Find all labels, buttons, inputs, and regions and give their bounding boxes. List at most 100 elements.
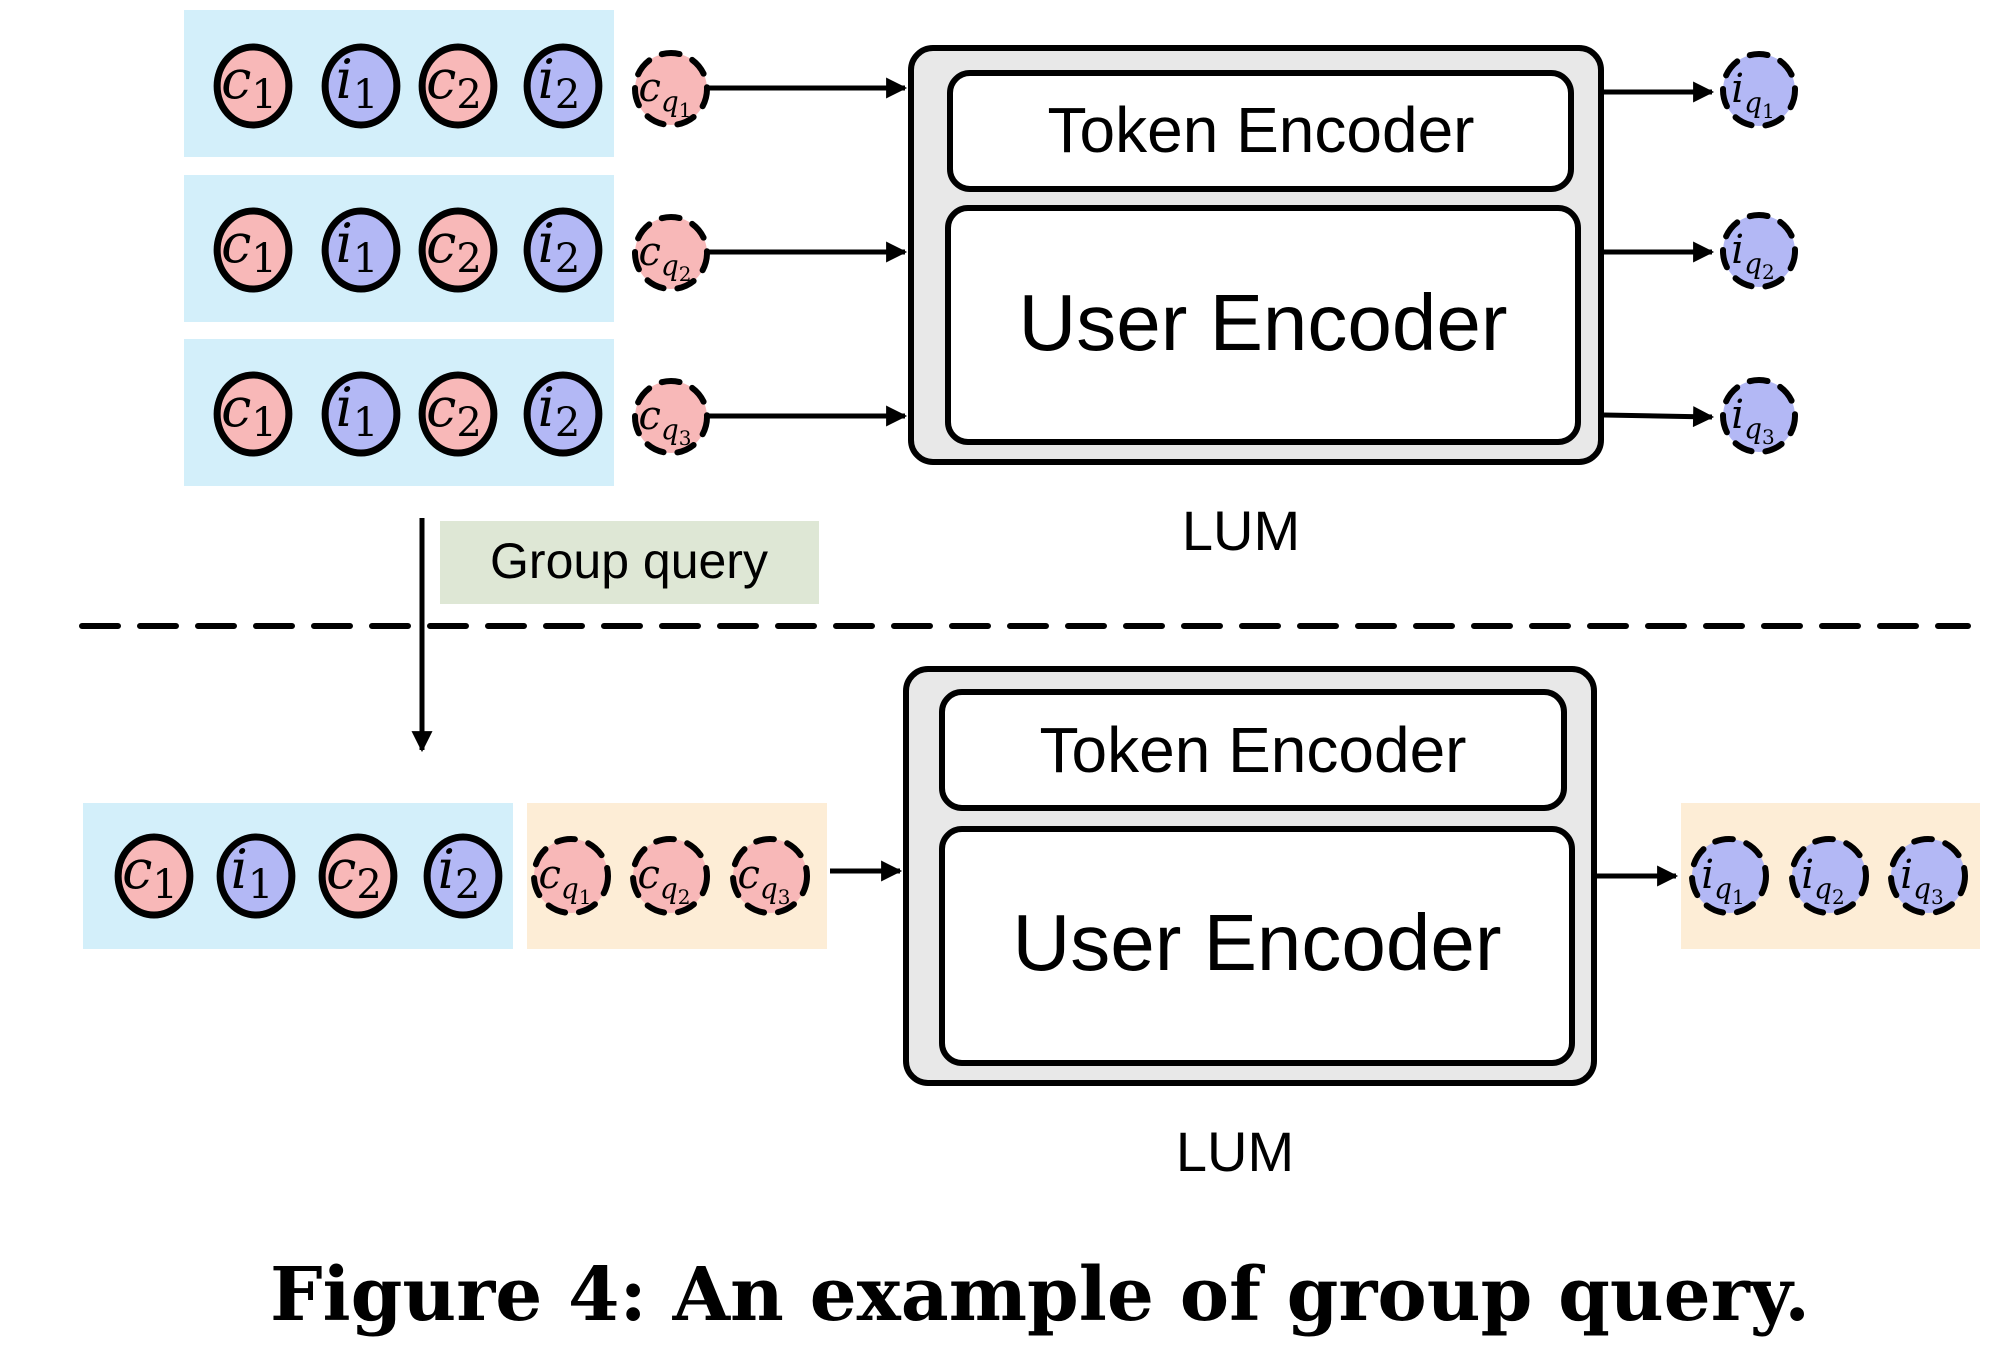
output-token-i-q3: iq3 (1720, 377, 1798, 455)
query-token-c-q3: cq3 (632, 378, 710, 456)
token-label: c2 (426, 48, 482, 118)
token-label: i2 (438, 838, 481, 908)
dashed-token-circle (1720, 377, 1798, 455)
token-encoder-label: Token Encoder (1040, 714, 1467, 786)
output-token-i-q3: iq3 (1888, 836, 1968, 916)
token-circle (423, 833, 503, 919)
token-label: c2 (426, 376, 482, 446)
sequence-token-i1: i1 (321, 43, 401, 129)
dashed-token-circle (1888, 836, 1968, 916)
sequence-token-c1: c1 (213, 207, 293, 293)
dashed-token-circle (630, 836, 710, 916)
sequence-token-c2: c2 (418, 207, 498, 293)
user-encoder-label: User Encoder (1018, 278, 1507, 367)
sequence-token-c1: c1 (213, 43, 293, 129)
sequence-token-c1: c1 (213, 371, 293, 457)
dashed-token-circle (1689, 836, 1769, 916)
bottom-section: c1 i1 c2 i2 cq1 cq2 cq3 iq1 iq2 iq3 Token Encoder… (83, 666, 1980, 1183)
lum-block-bottom: Token Encoder User Encoder (903, 666, 1597, 1086)
token-circle (418, 207, 498, 293)
query-token-c-q3: cq3 (730, 836, 810, 916)
sequence-token-i2: i2 (423, 833, 503, 919)
token-label: c1 (122, 838, 178, 908)
query-token-c-q1: cq1 (632, 50, 710, 128)
sequence-token-i2: i2 (523, 371, 603, 457)
token-label: i1 (336, 376, 379, 446)
sequence-token-i2: i2 (523, 207, 603, 293)
top-token-layer: c1 i1 c2 i2 cq1 iq1 c1 i1 c2 i2 cq2 iq2 c1 i1 c2 i2 cq3 i… (213, 43, 1798, 457)
token-label: iq3 (1731, 392, 1774, 449)
token-label: cq1 (638, 65, 691, 122)
user-encoder-box (945, 205, 1581, 445)
query-token-c-q2: cq2 (630, 836, 710, 916)
sequence-token-i2: i2 (523, 43, 603, 129)
token-circle (213, 371, 293, 457)
sequence-token-c2: c2 (318, 833, 398, 919)
group-query-label-box (440, 521, 819, 604)
sequence-token-c1: c1 (114, 833, 194, 919)
token-label: c2 (426, 212, 482, 282)
token-circle (523, 43, 603, 129)
query-token-c-q2: cq2 (632, 214, 710, 292)
token-label: c1 (221, 212, 277, 282)
token-circle (523, 207, 603, 293)
output-token-i-q1: iq1 (1689, 836, 1769, 916)
bottom-token-layer: c1 i1 c2 i2 cq1 cq2 cq3 iq1 iq2 iq3 (114, 833, 1968, 919)
query-token-c-q1: cq1 (531, 836, 611, 916)
figure-caption: Figure 4: An example of group query. (270, 1252, 1810, 1338)
token-label: i2 (538, 212, 581, 282)
top-section: c1 i1 c2 i2 cq1 iq1 c1 i1 c2 i2 cq2 iq2 c1 i1 c2 i2 cq3 i… (184, 10, 1798, 562)
dashed-token-circle (1720, 51, 1798, 129)
token-label: i1 (231, 838, 274, 908)
sequence-token-i1: i1 (321, 371, 401, 457)
lum-label-top: LUM (1182, 499, 1300, 562)
token-label: iq1 (1731, 66, 1774, 123)
token-encoder-box (947, 70, 1574, 192)
token-label: cq2 (637, 852, 690, 909)
sequence-token-i1: i1 (216, 833, 296, 919)
sequence-token-i1: i1 (321, 207, 401, 293)
token-label: iq3 (1900, 852, 1943, 909)
dashed-token-circle (730, 836, 810, 916)
token-circle (321, 371, 401, 457)
token-circle (418, 43, 498, 129)
token-circle (318, 833, 398, 919)
arrow-lum-to-output-3 (1603, 406, 1715, 428)
token-circle (418, 371, 498, 457)
token-label: cq3 (737, 852, 790, 909)
token-circle (114, 833, 194, 919)
token-label: i1 (336, 212, 379, 282)
lum-block-top: Token Encoder User Encoder (908, 45, 1604, 465)
group-query-label: Group query (490, 533, 768, 589)
token-label: c1 (221, 376, 277, 446)
token-circle (321, 207, 401, 293)
token-label: iq2 (1731, 227, 1774, 284)
token-label: i2 (538, 376, 581, 446)
dashed-token-circle (531, 836, 611, 916)
sequence-token-c2: c2 (418, 43, 498, 129)
token-circle (216, 833, 296, 919)
dashed-token-circle (1720, 212, 1798, 290)
sequence-token-c2: c2 (418, 371, 498, 457)
token-label: cq2 (638, 229, 691, 286)
token-circle (213, 207, 293, 293)
user-encoder-label: User Encoder (1012, 898, 1501, 987)
token-circle (321, 43, 401, 129)
token-label: c1 (221, 48, 277, 118)
lum-label-bottom: LUM (1176, 1120, 1294, 1183)
token-encoder-box (939, 689, 1567, 811)
token-label: cq1 (538, 852, 591, 909)
token-label: iq2 (1801, 852, 1844, 909)
output-token-i-q1: iq1 (1720, 51, 1798, 129)
token-label: iq1 (1701, 852, 1744, 909)
token-circle (213, 43, 293, 129)
token-encoder-label: Token Encoder (1048, 94, 1475, 166)
token-label: cq3 (638, 393, 691, 450)
user-encoder-box (939, 826, 1575, 1066)
output-token-i-q2: iq2 (1720, 212, 1798, 290)
token-label: i2 (538, 48, 581, 118)
output-token-i-q2: iq2 (1789, 836, 1869, 916)
token-label: i1 (336, 48, 379, 118)
token-circle (523, 371, 603, 457)
